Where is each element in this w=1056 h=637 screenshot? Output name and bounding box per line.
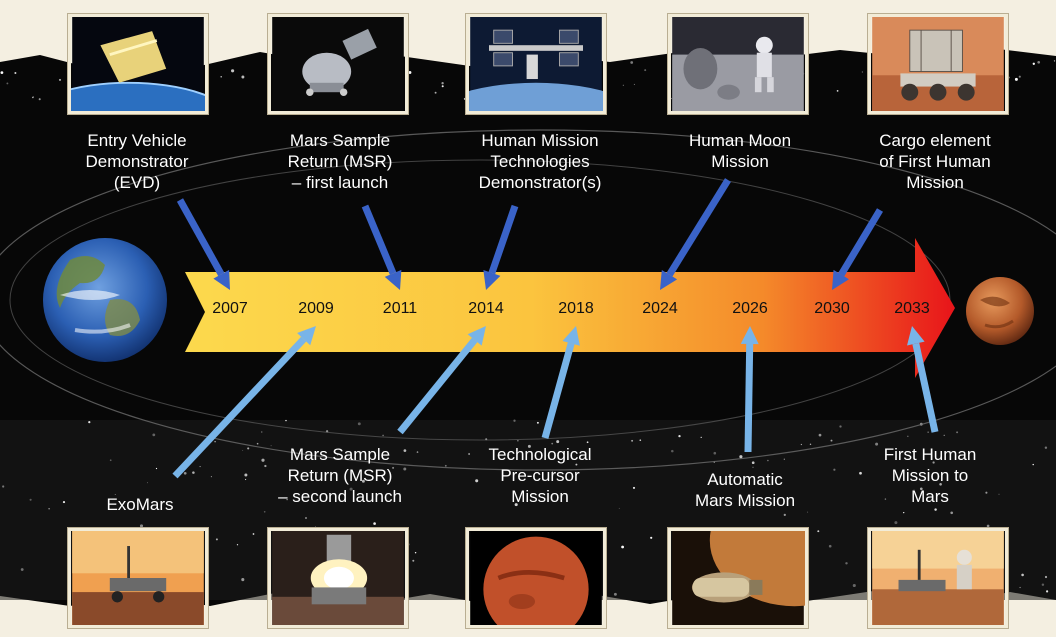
mars-sample-return-capsule-image (268, 14, 408, 114)
moon-astronaut-image (668, 14, 808, 114)
upper-arrow-2030-shaft (838, 208, 884, 277)
upper-arrow-2007-shaft (176, 198, 225, 276)
year-2014: 2014 (468, 300, 504, 317)
lower-arrow-2033-shaft (912, 342, 939, 433)
entry-vehicle-image (68, 14, 208, 114)
exomars-label: ExoMars (106, 495, 174, 514)
mars-globe-image (466, 528, 606, 628)
year-2030: 2030 (814, 300, 850, 317)
lower-arrow-2014-shaft (397, 337, 478, 435)
year-2009: 2009 (298, 300, 334, 317)
first-human-mission-label: First Human Mission to Mars (883, 445, 977, 506)
year-2024: 2024 (642, 300, 678, 317)
mars-ascent-vehicle-image (268, 528, 408, 628)
cargo-element-label: Cargo element of First Human Mission (879, 131, 991, 192)
automatic-mars-mission-label: Automatic Mars Mission (694, 470, 796, 510)
lower-arrow-2009-head (297, 326, 316, 346)
upper-arrow-2011-head (384, 269, 402, 290)
upper-arrow-2007-head (213, 269, 230, 290)
mars-icon (966, 277, 1034, 345)
upper-arrow-2024-head (660, 269, 678, 290)
lower-arrow-2026-shaft (744, 343, 754, 453)
astronaut-on-mars-image (868, 528, 1008, 628)
evd-label: Entry Vehicle Demonstrator (EVD) (85, 131, 189, 192)
lower-arrow-2018-head (562, 326, 580, 346)
lower-arrow-2018-shaft (541, 342, 575, 439)
mars-habitat-rover-image (868, 14, 1008, 114)
tech-precursor-label: Technological Pre-cursor Mission (488, 445, 592, 506)
year-2007: 2007 (212, 300, 248, 317)
upper-arrow-2014-shaft (488, 204, 519, 275)
upper-arrow-2011-shaft (361, 204, 397, 275)
msr-first-launch-label: Mars Sample Return (MSR) – first launch (287, 131, 393, 192)
upper-arrow-2024-shaft (666, 178, 731, 277)
mars-orbiter-image (668, 528, 808, 628)
space-station-image (466, 14, 606, 114)
upper-arrow-2030-head (832, 269, 849, 290)
year-2018: 2018 (558, 300, 594, 317)
exomars-rover-image (68, 528, 208, 628)
lower-arrow-2009-shaft (172, 336, 307, 479)
upper-arrow-2014-head (483, 270, 501, 290)
mission-connectors (172, 178, 939, 479)
timeline-arrow (185, 238, 955, 378)
lower-arrow-2026-head (740, 326, 759, 345)
msr-second-launch-label: Mars Sample Return (MSR) – second launch (278, 445, 402, 506)
lower-arrow-2014-head (467, 326, 486, 346)
human-moon-mission-label: Human Moon Mission (688, 131, 792, 171)
year-2011: 2011 (382, 300, 418, 317)
earth-icon (43, 238, 167, 362)
year-2026: 2026 (732, 300, 768, 317)
lower-arrow-2033-head (907, 326, 925, 346)
human-mission-tech-label: Human Mission Technologies Demonstrator(… (478, 131, 602, 192)
year-2033: 2033 (894, 300, 930, 317)
